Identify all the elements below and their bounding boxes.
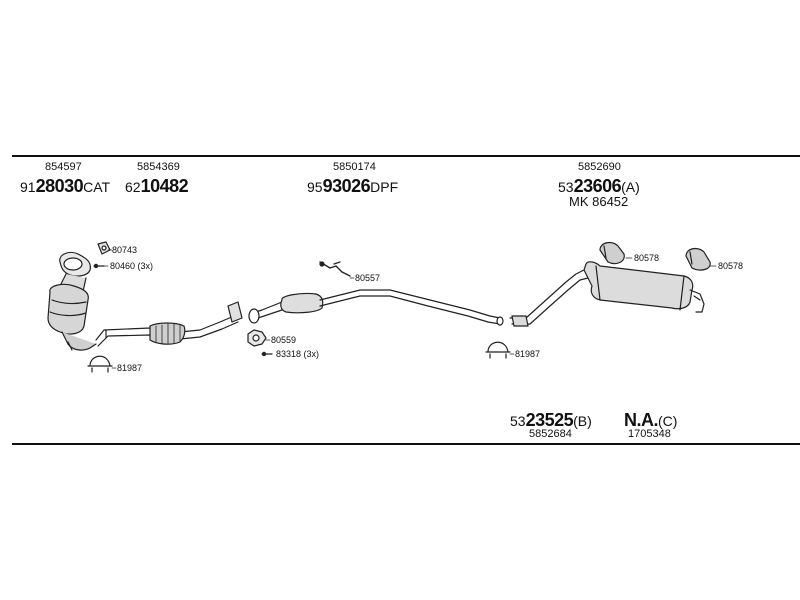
oe-number: 5850174 <box>333 161 376 173</box>
top-divider-line <box>12 155 800 157</box>
code-suffix: (A) <box>621 179 640 195</box>
rubber-mount-2-label: 80578 <box>718 261 744 271</box>
front-pipe-drawing[interactable] <box>95 301 243 347</box>
clamp-rear-label: 81987 <box>515 349 541 359</box>
hanger-dpf-drawing[interactable] <box>319 261 351 277</box>
code-main: 23525 <box>525 410 574 430</box>
rubber-mount-2-drawing[interactable] <box>685 247 711 271</box>
oe-number: 5852690 <box>578 161 621 173</box>
code-prefix: 53 <box>510 413 526 429</box>
code-main: 28030 <box>35 176 84 196</box>
rear-silencer-drawing[interactable] <box>509 261 705 327</box>
rubber-mount-1-label: 80578 <box>634 253 660 263</box>
code-suffix: (C) <box>658 413 678 429</box>
clamp-rear-drawing[interactable] <box>485 341 511 359</box>
code-suffix: DPF <box>370 179 399 195</box>
code-main: 93026 <box>322 176 371 196</box>
gasket-mid-drawing[interactable] <box>247 329 267 347</box>
code-main: 10482 <box>140 176 189 196</box>
part-code: N.A.(C) <box>624 411 677 429</box>
kit-number: MK 86452 <box>569 194 629 209</box>
bolt-mid-label: 83318 (3x) <box>276 349 320 359</box>
oe-number: 854597 <box>45 161 82 173</box>
code-prefix: 91 <box>20 179 36 195</box>
part-code: 5323606(A) <box>558 177 640 195</box>
bottom-divider-line <box>12 443 800 445</box>
part-code: 5323525(B) <box>510 411 592 429</box>
code-suffix: CAT <box>83 179 111 195</box>
dpf-drawing[interactable] <box>248 289 504 326</box>
clamp-front-label: 81987 <box>117 363 143 373</box>
part-code: 9593026DPF <box>307 177 398 195</box>
code-suffix: (B) <box>573 413 592 429</box>
clamp-front-drawing[interactable] <box>87 355 113 373</box>
oe-number: 5852684 <box>529 428 572 440</box>
code-prefix: 95 <box>307 179 323 195</box>
code-main: 23606 <box>573 176 622 196</box>
bolt-drawing[interactable] <box>93 263 105 269</box>
hanger-dpf-label: 80557 <box>355 273 381 283</box>
bolt-mid-drawing[interactable] <box>261 351 273 357</box>
part-code: 6210482 <box>125 176 189 196</box>
oe-number: 5854369 <box>137 161 180 173</box>
rubber-mount-1-drawing[interactable] <box>599 241 625 265</box>
oe-number: 1705348 <box>628 428 671 440</box>
gasket-top-drawing[interactable] <box>97 241 111 255</box>
code-prefix: 53 <box>558 179 574 195</box>
catalytic-converter-drawing[interactable] <box>47 251 97 351</box>
gasket-top-label: 80743 <box>112 245 138 255</box>
code-main: N.A. <box>624 410 659 430</box>
part-code: 9128030CAT <box>20 177 110 195</box>
bolt-label: 80460 (3x) <box>110 261 154 271</box>
gasket-mid-label: 80559 <box>271 335 297 345</box>
code-prefix: 62 <box>125 179 141 195</box>
